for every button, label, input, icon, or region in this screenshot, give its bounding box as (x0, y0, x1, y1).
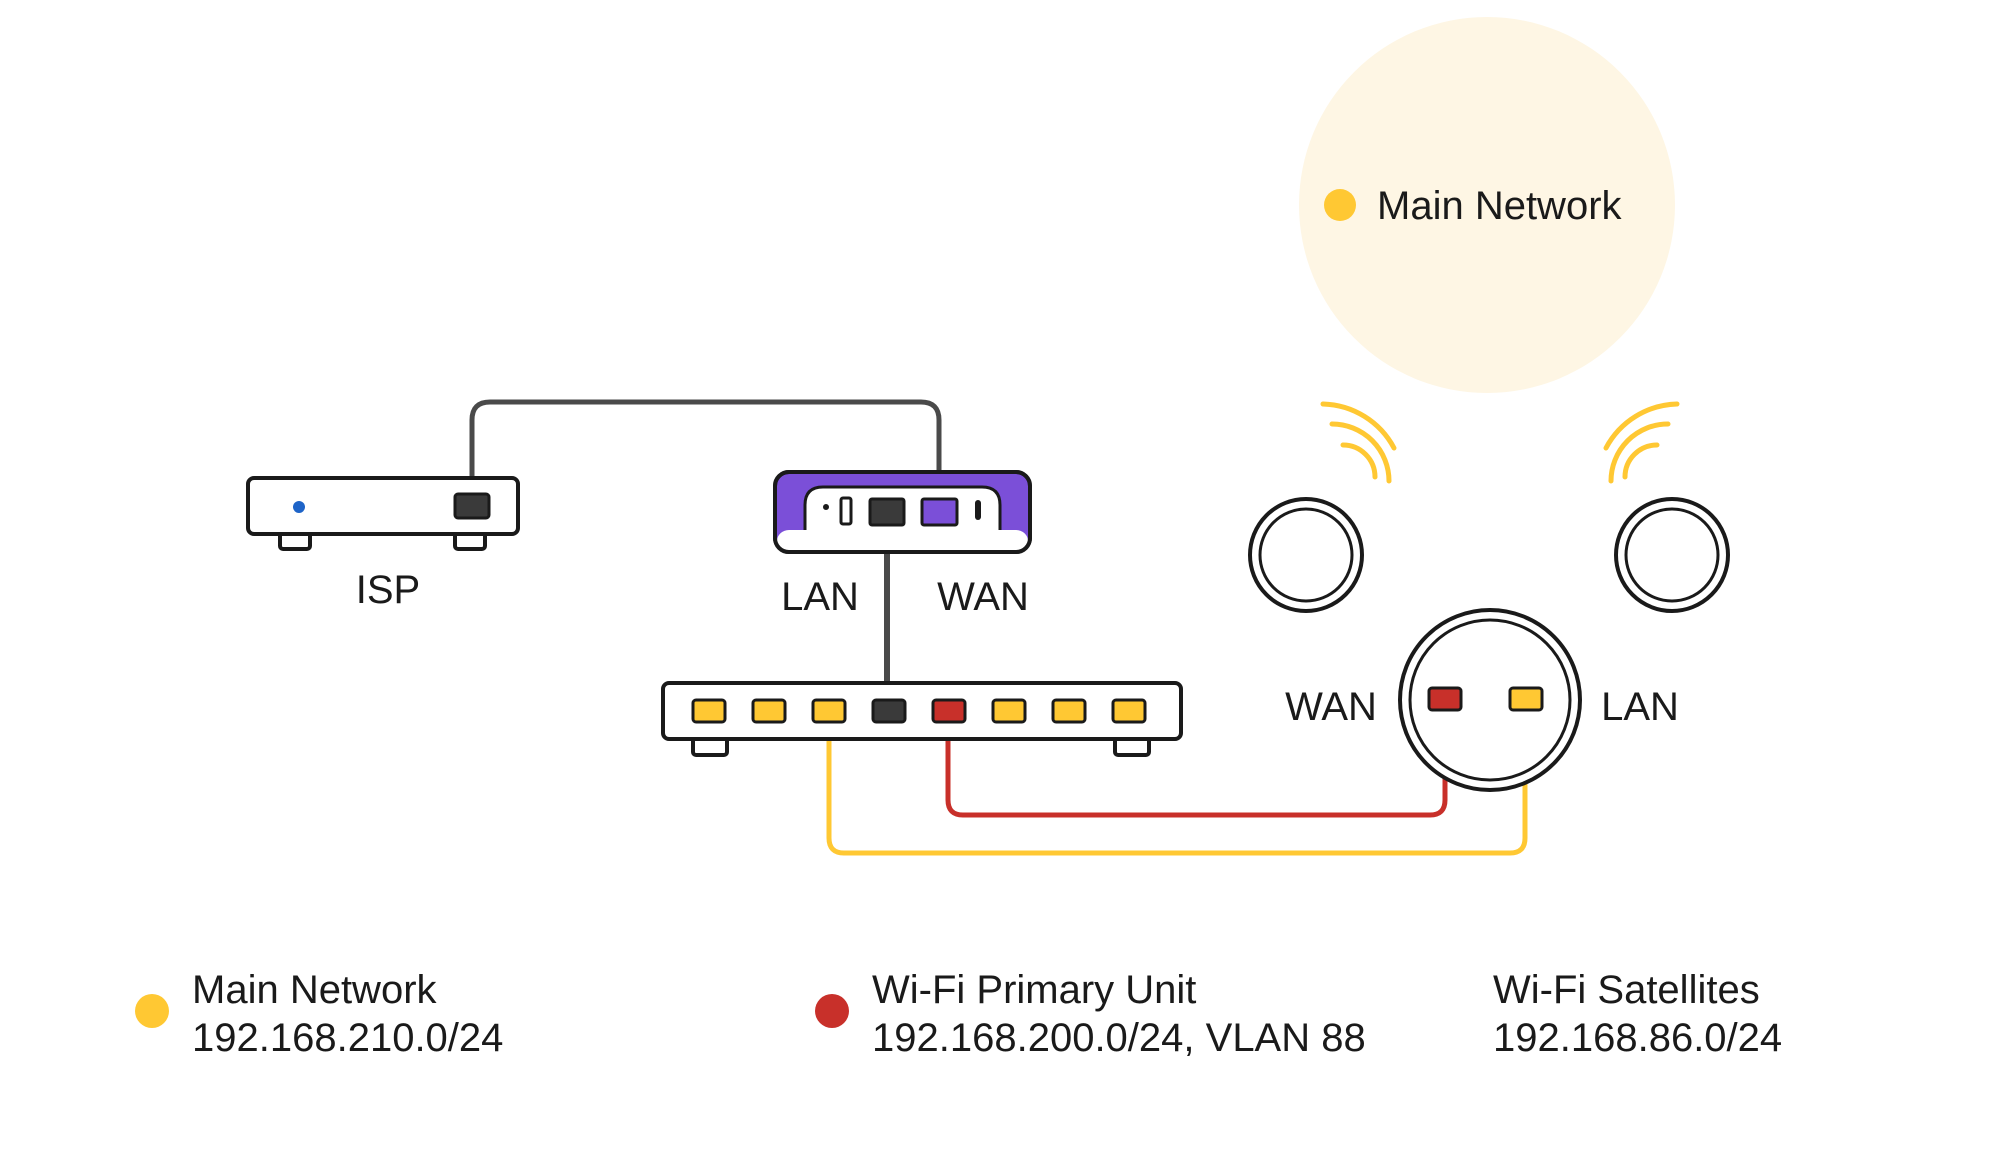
legend-main-title: Main Network (192, 968, 437, 1012)
wifi-signal-left-icon (1320, 401, 1397, 484)
switch-port-7 (1051, 698, 1087, 724)
router-reset-slot (839, 496, 853, 526)
primary-unit-lan-port (1508, 686, 1544, 712)
legend-dot-wifi-primary (815, 994, 849, 1028)
router-wan-port (920, 497, 959, 527)
switch-port-5 (931, 698, 967, 724)
wifi-signal-right-icon (1603, 401, 1680, 484)
legend-dot-main (135, 994, 169, 1028)
legend-satellites-title: Wi-Fi Satellites (1493, 968, 1760, 1012)
satellite-left-inner (1258, 507, 1354, 603)
router-power-slot (975, 500, 981, 520)
router-wan-label: WAN (937, 575, 1029, 619)
legend-wifi-primary-subnet: 192.168.200.0/24, VLAN 88 (872, 1016, 1366, 1060)
router-lan-label: LAN (781, 575, 859, 619)
wifi-primary-unit (1398, 608, 1582, 792)
router-lan-port (868, 497, 906, 527)
cloud-legend-dot (1324, 189, 1356, 221)
switch-to-wifi-lan-cable (826, 705, 1528, 856)
router-outline (773, 470, 1032, 554)
switch-body (661, 681, 1183, 741)
isp-port (453, 492, 491, 520)
wifi-satellite-left (1248, 497, 1364, 613)
switch-port-8 (1111, 698, 1147, 724)
legend-wifi-primary-title: Wi-Fi Primary Unit (872, 968, 1197, 1012)
primary-unit-lan-label: LAN (1601, 685, 1679, 729)
switch-port-2 (751, 698, 787, 724)
legend-satellites-subnet: 192.168.86.0/24 (1493, 1016, 1783, 1060)
legend-main-subnet: 192.168.210.0/24 (192, 1016, 504, 1060)
isp-status-led (293, 501, 305, 513)
isp-body (246, 476, 520, 536)
isp-label: ISP (356, 568, 420, 612)
wifi-satellite-right (1614, 497, 1730, 613)
switch-port-3 (811, 698, 847, 724)
router-pin-dot (823, 504, 829, 510)
satellite-right-inner (1624, 507, 1720, 603)
switch-to-wifi-wan-cable (945, 705, 1448, 818)
network-switch (661, 681, 1183, 757)
router-bottom (777, 530, 1028, 552)
isp-modem (246, 476, 520, 551)
isp-to-router-wan-cable (469, 399, 942, 508)
cloud-label: Main Network (1377, 184, 1623, 228)
primary-unit-inner (1408, 618, 1572, 782)
primary-unit-wan-label: WAN (1285, 685, 1377, 729)
main-network-cloud (1299, 17, 1675, 393)
switch-port-1 (691, 698, 727, 724)
switch-port-6 (991, 698, 1027, 724)
primary-unit-wan-port (1427, 686, 1463, 712)
switch-port-4 (871, 698, 907, 724)
router (773, 470, 1032, 554)
